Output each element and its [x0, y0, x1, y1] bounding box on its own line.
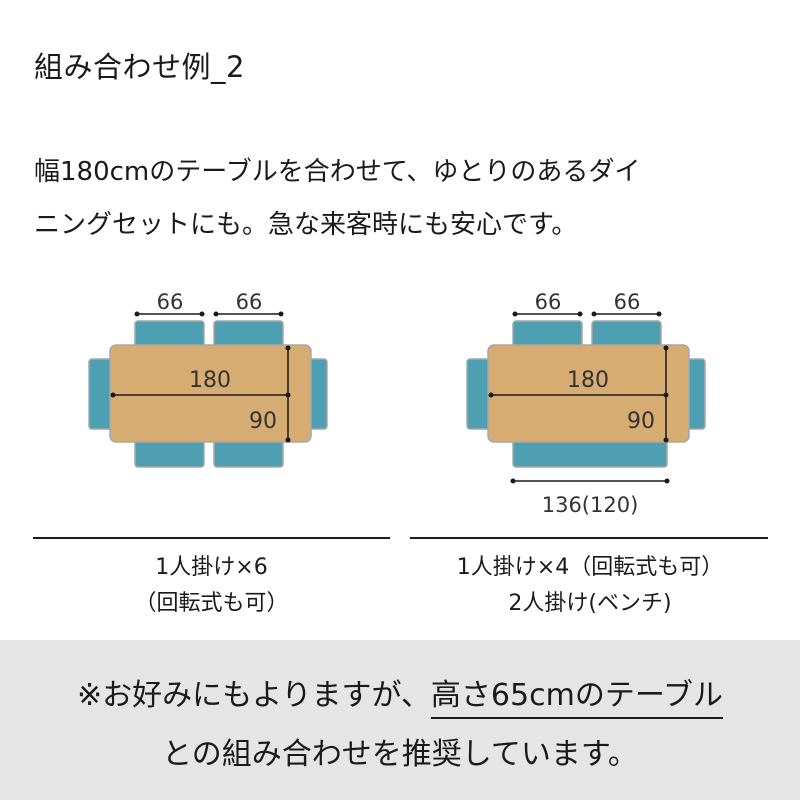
layout-2-diagram: 66 66 180 90 136(120) — [466, 290, 706, 517]
dimension-endpoints — [488, 311, 670, 484]
description: 幅180cmのテーブルを合わせて、ゆとりのあるダイ ニングセットにも。急な来客時… — [34, 146, 774, 252]
description-line-1: 幅180cmのテーブルを合わせて、ゆとりのあるダイ — [34, 157, 641, 187]
bench — [512, 438, 668, 468]
table-top — [109, 344, 312, 443]
chair-width-label-1: 66 — [535, 290, 562, 314]
note-prefix: ※お好みにもよりますが、 — [76, 678, 431, 713]
layout-2-caption: 1人掛け×4（回転式も可） 2人掛け(ベンチ) — [400, 550, 780, 622]
layout-1-diagram: 66 66 180 90 — [88, 290, 328, 468]
recommendation-note-line-2: との組み合わせを推奨しています。 — [162, 737, 638, 772]
layout-1-caption-line-2: （回転式も可） — [134, 591, 289, 616]
layout-2-caption-line-2: 2人掛け(ベンチ) — [508, 591, 672, 616]
note-highlight-table-height: 高さ65cmのテーブル — [430, 678, 724, 713]
recommendation-note-panel — [0, 640, 800, 800]
dimension-endpoints — [110, 311, 291, 443]
chair-bottom-right — [213, 438, 284, 468]
layout-1-caption-line-1: 1人掛け×6 — [155, 555, 268, 580]
table-width-label: 180 — [189, 368, 231, 393]
layout-diagrams: 66 66 180 90 — [88, 290, 706, 517]
description-line-2: ニングセットにも。急な来客時にも安心です。 — [34, 210, 578, 240]
page-title: 組み合わせ例_2 — [34, 50, 245, 84]
bench-width-label: 136(120) — [542, 493, 639, 517]
table-width-label: 180 — [567, 368, 609, 393]
recommendation-note-line-1: ※お好みにもよりますが、高さ65cmのテーブル — [0, 670, 800, 714]
table-depth-label: 90 — [627, 409, 655, 434]
layout-2-divider — [410, 537, 768, 539]
chair-width-label-1: 66 — [157, 290, 184, 314]
chair-bottom-left — [134, 438, 205, 468]
table-top — [487, 344, 690, 443]
chair-width-label-2: 66 — [236, 290, 263, 314]
layout-2-caption-line-1: 1人掛け×4（回転式も可） — [456, 555, 724, 580]
table-depth-label: 90 — [249, 409, 277, 434]
chair-width-label-2: 66 — [614, 290, 641, 314]
layout-1-divider — [33, 537, 390, 539]
layout-1-caption: 1人掛け×6 （回転式も可） — [33, 550, 390, 622]
